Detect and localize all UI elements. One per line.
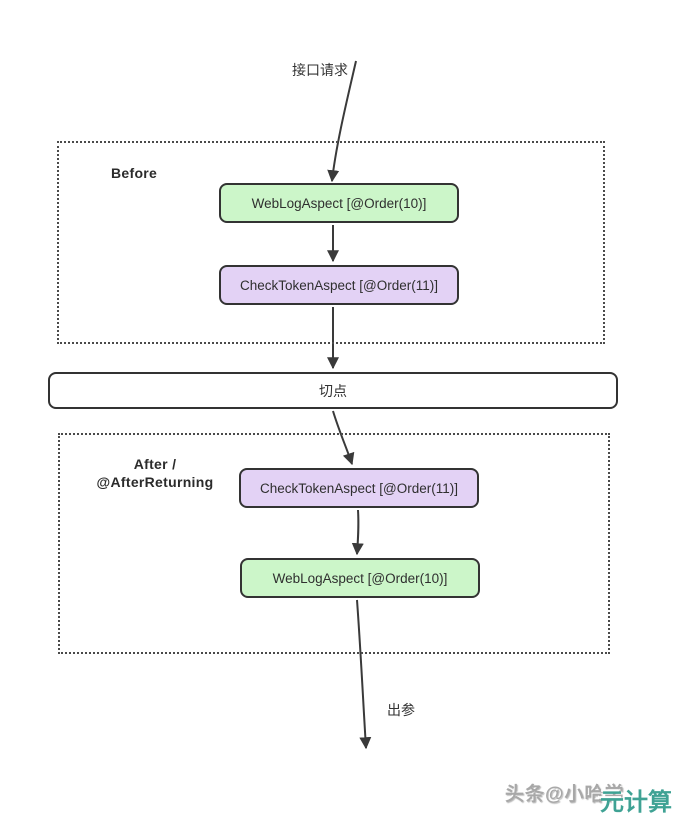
label-output: 出参 [387,702,415,718]
group-before-title: Before [111,165,158,181]
node-weblogaspect-before: WebLogAspect [@Order(10)] [219,183,459,223]
node-pointcut: 切点 [48,372,618,409]
group-after-title-line2: @AfterReturning [96,474,214,490]
group-before: Before [57,141,605,344]
label-request: 接口请求 [292,62,348,78]
group-after-title: After / @AfterReturning [85,455,225,491]
watermark-brand: 元计算 [600,789,672,816]
node-checktokenaspect-after: CheckTokenAspect [@Order(11)] [239,468,479,508]
group-after-title-line1: After / [133,456,177,472]
node-weblogaspect-after: WebLogAspect [@Order(10)] [240,558,480,598]
watermark-author: 头条@小哈学 [505,784,625,805]
node-checktokenaspect-before: CheckTokenAspect [@Order(11)] [219,265,459,305]
group-after: After / @AfterReturning [58,433,610,654]
